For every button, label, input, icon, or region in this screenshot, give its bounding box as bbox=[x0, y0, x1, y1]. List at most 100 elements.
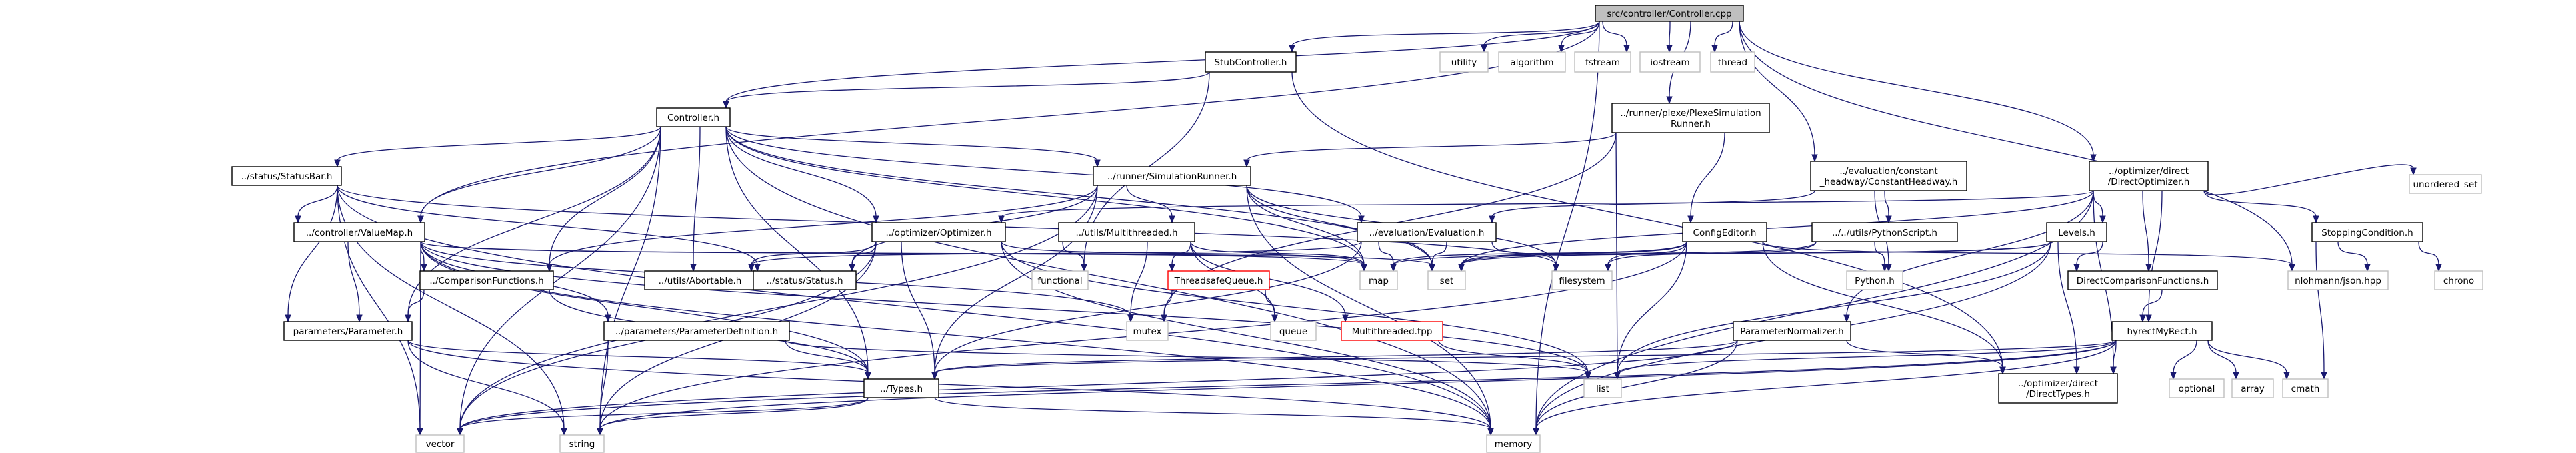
node-label: Levels.h bbox=[2058, 228, 2095, 238]
edge-plexe-to-simrunner bbox=[1243, 132, 1617, 168]
node-box bbox=[603, 321, 790, 341]
node-evaluation[interactable]: ../evaluation/Evaluation.h bbox=[1357, 222, 1497, 242]
node-levels[interactable]: Levels.h bbox=[2046, 222, 2107, 242]
edge-directcomp-to-hyrect bbox=[2139, 289, 2163, 323]
edge-tsqueue-to-queue bbox=[1265, 289, 1278, 323]
node-parameter[interactable]: parameters/Parameter.h bbox=[283, 321, 413, 341]
edge-types-to-memory bbox=[934, 397, 1494, 436]
node-simrunner[interactable]: ../runner/SimulationRunner.h bbox=[1093, 166, 1251, 186]
node-label: utility bbox=[1451, 57, 1477, 68]
node-label: hyrectMyRect.h bbox=[2127, 326, 2197, 337]
node-box bbox=[1498, 51, 1566, 73]
node-label: thread bbox=[1718, 57, 1747, 68]
edge-paramnorm-to-types bbox=[931, 340, 1738, 380]
node-filesystem: filesystem bbox=[1551, 270, 1613, 290]
node-cmath: cmath bbox=[2282, 378, 2329, 398]
node-label: _headway/ConstantHeadway.h bbox=[1819, 177, 1958, 187]
node-box bbox=[1126, 321, 1169, 341]
node-label: filesystem bbox=[1559, 276, 1605, 286]
node-label: map bbox=[1369, 276, 1389, 286]
node-tsqueue[interactable]: ThreadsafeQueue.h bbox=[1167, 270, 1270, 290]
node-box bbox=[1611, 103, 1770, 133]
node-box bbox=[863, 378, 939, 398]
node-label: ../../utils/PythonScript.h bbox=[1832, 228, 1937, 238]
node-optimizer[interactable]: ../optimizer/Optimizer.h bbox=[871, 222, 1006, 242]
node-box bbox=[1733, 321, 1851, 341]
node-controller_h[interactable]: Controller.h bbox=[656, 107, 731, 127]
edge-configeditor-to-filesystem bbox=[1605, 241, 1687, 272]
edge-directopt-to-unordered_set bbox=[2203, 164, 2417, 195]
node-label: optional bbox=[2179, 384, 2215, 394]
edge-directopt-to-optimizer bbox=[998, 190, 2094, 224]
node-label: string bbox=[569, 439, 595, 450]
node-multithreaded[interactable]: ../utils/Multithreaded.h bbox=[1058, 222, 1195, 242]
node-paramnorm[interactable]: ParameterNormalizer.h bbox=[1733, 321, 1851, 341]
node-stubcontroller[interactable]: StubController.h bbox=[1205, 51, 1297, 73]
edge-root-to-directopt bbox=[1739, 21, 2097, 163]
node-label: memory bbox=[1495, 439, 1532, 450]
node-label: ../evaluation/constant bbox=[1839, 166, 1937, 177]
edge-levels-to-directcomp bbox=[2073, 241, 2103, 272]
edge-multithreaded-to-mutex bbox=[1127, 241, 1148, 323]
edge-root-to-utility bbox=[1481, 21, 1600, 53]
node-stopping[interactable]: StoppingCondition.h bbox=[2311, 222, 2423, 242]
node-label: vector bbox=[426, 439, 455, 450]
edge-root-to-thread bbox=[1711, 21, 1733, 53]
node-types[interactable]: ../Types.h bbox=[863, 378, 939, 398]
node-abortable[interactable]: ../utils/Abortable.h bbox=[644, 270, 756, 290]
node-box bbox=[231, 166, 342, 186]
node-label: ../optimizer/direct bbox=[2109, 166, 2189, 177]
node-hyrect[interactable]: hyrectMyRect.h bbox=[2111, 321, 2213, 341]
edge-root-to-valuemap bbox=[417, 21, 1600, 224]
node-consthw[interactable]: ../evaluation/constant_headway/ConstantH… bbox=[1810, 161, 1967, 191]
node-box bbox=[1810, 161, 1967, 191]
node-root[interactable]: src/controller/Controller.cpp bbox=[1595, 5, 1744, 22]
node-compfunc[interactable]: ../ComparisonFunctions.h bbox=[419, 270, 554, 290]
edge-directopt-to-hyrect bbox=[2145, 190, 2163, 323]
node-label: /DirectOptimizer.h bbox=[2108, 177, 2190, 187]
node-valuemap[interactable]: ../controller/ValueMap.h bbox=[293, 222, 425, 242]
node-box bbox=[2231, 378, 2274, 398]
node-box bbox=[1031, 270, 1089, 290]
node-mtpp[interactable]: Multithreaded.tpp bbox=[1341, 321, 1443, 341]
node-box bbox=[2089, 161, 2209, 191]
edge-hyrect-to-directtypes bbox=[2110, 340, 2117, 375]
node-nlohmann: nlohmann/json.hpp bbox=[2287, 270, 2389, 290]
graph-edges bbox=[285, 21, 2442, 436]
node-array: array bbox=[2231, 378, 2274, 398]
edge-paramnorm-to-directtypes bbox=[1846, 340, 2006, 375]
node-status[interactable]: ../status/Status.h bbox=[753, 270, 857, 290]
node-label: ../controller/ValueMap.h bbox=[306, 228, 413, 238]
node-label: algorithm bbox=[1510, 57, 1553, 68]
edge-stopping-to-cmath bbox=[2315, 241, 2327, 380]
node-box bbox=[2169, 378, 2225, 398]
node-pythonscript[interactable]: ../../utils/PythonScript.h bbox=[1811, 222, 1958, 242]
node-statusbar[interactable]: ../status/StatusBar.h bbox=[231, 166, 342, 186]
edge-valuemap-to-parameter bbox=[347, 241, 363, 323]
edge-valuemap-to-set bbox=[420, 241, 1435, 272]
node-map: map bbox=[1359, 270, 1398, 290]
edge-consthw-to-pythonscript bbox=[1884, 190, 1892, 224]
node-box bbox=[2282, 378, 2329, 398]
node-label: StoppingCondition.h bbox=[2321, 228, 2413, 238]
edge-optimizer-to-abortable bbox=[748, 241, 877, 272]
node-directcomp[interactable]: DirectComparisonFunctions.h bbox=[2067, 270, 2218, 290]
node-directtypes[interactable]: ../optimizer/direct/DirectTypes.h bbox=[1998, 373, 2118, 404]
edge-controller_h-to-optimizer bbox=[725, 126, 879, 224]
node-chrono: chrono bbox=[2434, 270, 2483, 290]
node-directopt[interactable]: ../optimizer/direct/DirectOptimizer.h bbox=[2089, 161, 2209, 191]
node-paramdef[interactable]: ../parameters/ParameterDefinition.h bbox=[603, 321, 790, 341]
edge-root-to-stubcontroller bbox=[1289, 21, 1600, 53]
node-configeditor[interactable]: ConfigEditor.h bbox=[1682, 222, 1767, 242]
node-box bbox=[1341, 321, 1443, 341]
node-label: ../parameters/ParameterDefinition.h bbox=[615, 326, 778, 337]
node-box bbox=[293, 222, 425, 242]
edge-controller_h-to-evaluation bbox=[725, 126, 1365, 224]
node-box bbox=[1710, 51, 1755, 73]
edge-controller_h-to-simrunner bbox=[725, 126, 1101, 168]
node-label: /DirectTypes.h bbox=[2026, 389, 2090, 400]
node-label: ../status/StatusBar.h bbox=[241, 171, 333, 182]
edge-directopt-to-levels bbox=[2093, 190, 2106, 224]
